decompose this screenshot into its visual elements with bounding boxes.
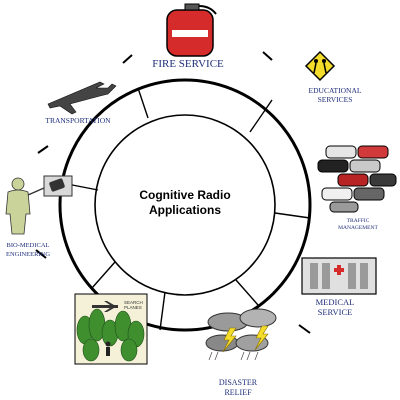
disaster-relief-label-line2: RELIEF xyxy=(224,388,252,397)
traffic-management-label-line2: MANAGEMENT xyxy=(338,225,378,231)
biomedical-engineering-label-line2: ENGINEERING xyxy=(6,251,50,258)
disaster-relief-node: DISASTER RELIEF xyxy=(205,308,277,397)
center-circle xyxy=(94,114,276,296)
search-planes-node: SEARCH PLANES xyxy=(74,293,148,365)
hiker-icon xyxy=(105,341,111,356)
traffic-management-label-line1: TRAFFIC xyxy=(347,218,370,224)
educational-services-label-line2: SERVICES xyxy=(318,95,353,104)
spoke xyxy=(274,212,311,219)
medical-service-label-line2: SERVICE xyxy=(318,307,353,317)
spoke xyxy=(249,99,273,133)
storm-clouds-icon xyxy=(205,308,277,361)
traffic-management-node: TRAFFIC MANAGEMENT xyxy=(313,138,399,231)
center-title-line1: Cognitive Radio xyxy=(139,188,230,202)
medical-service-node: MEDICAL SERVICE xyxy=(301,257,377,317)
spoke xyxy=(159,291,166,331)
traffic-cars-icon xyxy=(313,138,399,218)
educational-services-node: EDUCATIONAL SERVICES xyxy=(304,50,362,104)
spoke xyxy=(137,87,149,119)
ring-tick xyxy=(262,51,273,61)
ring-tick xyxy=(35,249,47,259)
airplane-icon xyxy=(47,81,117,115)
fire-service-node: FIRE SERVICE xyxy=(152,3,224,70)
ring-tick xyxy=(122,54,133,64)
search-planes-label-line2: PLANES xyxy=(124,305,142,310)
hospital-building-icon xyxy=(301,257,377,295)
transportation-node: TRANSPORTATION xyxy=(45,81,117,125)
fire-service-label: FIRE SERVICE xyxy=(152,58,224,70)
outer-ring xyxy=(58,78,312,332)
medical-service-label-line1: MEDICAL xyxy=(316,297,355,307)
plane-icon xyxy=(92,301,118,312)
school-crossing-sign-icon xyxy=(304,50,336,82)
transportation-label: TRANSPORTATION xyxy=(45,116,111,125)
biomedical-engineering-node: BIO-MEDICAL ENGINEERING xyxy=(5,175,73,258)
fire-extinguisher-icon xyxy=(166,3,217,57)
educational-services-label-line1: EDUCATIONAL xyxy=(309,86,362,95)
person-with-device-icon xyxy=(5,175,73,235)
center-title-line2: Applications xyxy=(149,203,221,217)
biomedical-engineering-label-line1: BIO-MEDICAL xyxy=(7,242,50,249)
disaster-relief-label-line1: DISASTER xyxy=(219,378,258,387)
spoke xyxy=(235,279,259,306)
spoke xyxy=(91,261,116,289)
ring-tick xyxy=(37,145,49,154)
search-planes-label-line1: SEARCH xyxy=(124,300,143,305)
forest-trees-icon xyxy=(76,308,145,362)
ring-tick xyxy=(298,324,311,334)
